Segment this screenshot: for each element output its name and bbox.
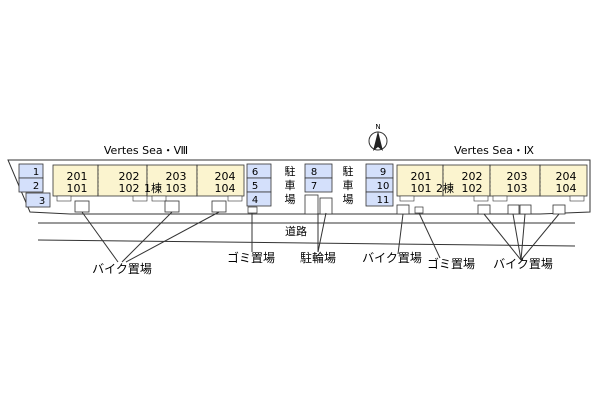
bicycle-parking-box [319,197,333,215]
north-label: N [375,123,380,131]
parking-space-number: 10 [377,181,390,192]
parking-center-right: 8 7 [304,163,333,215]
unit-number-lower: 104 [215,182,236,195]
parking-label-char: 駐 [343,164,354,178]
bicycle-parking-label: 駐輪場 [300,250,336,265]
garbage-box [247,206,258,214]
parking-space [18,177,44,193]
site-outline [7,159,591,215]
parking-center-left: 6 5 4 [246,163,272,214]
unit [52,164,99,197]
unit-number-lower: 101 [411,182,432,195]
parking-space [246,177,272,193]
unit [196,164,245,197]
unit [97,164,148,197]
bike-parking-box [519,204,532,215]
parking-space-number: 7 [311,181,317,192]
parking-space-number: 2 [33,181,39,192]
bike-parking-label-right: バイク置場 [493,257,553,271]
north-arrow-icon: N [368,123,388,151]
parking-space [25,192,51,208]
parking-space [365,191,394,207]
leader-lines [81,211,560,263]
bike-parking-box [396,204,410,215]
road-label: 道路 [285,224,307,238]
unit-number-upper: 201 [411,170,432,183]
parking-label-char: 場 [285,193,296,206]
bike-parking-label-center: バイク置場 [362,251,422,265]
parking-space-number: 4 [252,195,258,206]
unit-number-lower: 103 [166,182,187,195]
left-building: 201 101 202 102 203 103 204 104 1棟 [52,164,245,213]
parking-right: 9 10 11 [365,163,394,207]
parking-label-char: 車 [343,178,354,192]
building-label: 1棟 [144,181,162,195]
entrance-step [492,195,508,202]
entrance-step [473,195,489,202]
parking-label-char: 駐 [285,164,296,178]
garbage-box [414,206,424,214]
parking-label-left: 駐 車 場 [285,164,296,206]
right-building-name: Vertes Sea・Ⅸ [454,144,534,157]
bike-parking-label-left: バイク置場 [92,262,152,276]
unit-number-upper: 202 [462,170,483,183]
entrance-step [56,195,72,202]
unit [146,164,198,197]
parking-space-number: 1 [33,167,39,178]
right-building: 201 101 202 102 203 103 204 104 2棟 [396,164,588,215]
parking-label-right: 駐 車 場 [343,164,354,206]
bike-parking-box [477,204,491,215]
parking-space-number: 8 [311,167,317,178]
unit-number-upper: 202 [119,170,140,183]
bike-parking-box [211,200,227,213]
left-building-name: Vertes Sea・Ⅷ [104,144,188,157]
unit-number-lower: 103 [507,182,528,195]
road-line-bottom [37,239,576,247]
unit-number-upper: 201 [67,170,88,183]
unit-number-lower: 102 [119,182,140,195]
bike-parking-box [507,204,520,215]
unit-number-upper: 203 [507,170,528,183]
parking-space-number: 5 [252,181,258,192]
parking-space [246,163,272,179]
entrance-step [227,195,243,202]
bike-parking-box [74,200,90,213]
unit [539,164,588,197]
entrance-step [132,195,148,202]
parking-space-number: 3 [39,196,45,207]
parking-space-number: 9 [380,167,386,178]
parking-space [304,177,333,193]
unit [442,164,491,197]
bicycle-parking-box [304,194,319,215]
bike-parking-box [552,204,566,215]
unit [489,164,541,197]
garbage-label-left: ゴミ置場 [227,250,275,265]
parking-space [18,163,44,179]
parking-label-char: 場 [343,193,354,206]
unit-number-upper: 204 [556,170,577,183]
parking-label-char: 車 [285,178,296,192]
building-label: 2棟 [436,181,454,195]
unit-number-upper: 204 [215,170,236,183]
parking-left: 1 2 3 [18,163,51,208]
entrance-step [151,195,167,202]
unit-number-upper: 203 [166,170,187,183]
garbage-label-right: ゴミ置場 [427,256,475,271]
parking-space-number: 11 [377,195,390,206]
unit-number-lower: 101 [67,182,88,195]
unit-number-lower: 102 [462,182,483,195]
bike-parking-box [164,200,180,213]
parking-space-number: 6 [252,167,258,178]
entrance-step [569,195,585,202]
unit-number-lower: 104 [556,182,577,195]
entrance-step [399,195,415,202]
parking-space [304,163,333,179]
parking-space [246,191,272,207]
